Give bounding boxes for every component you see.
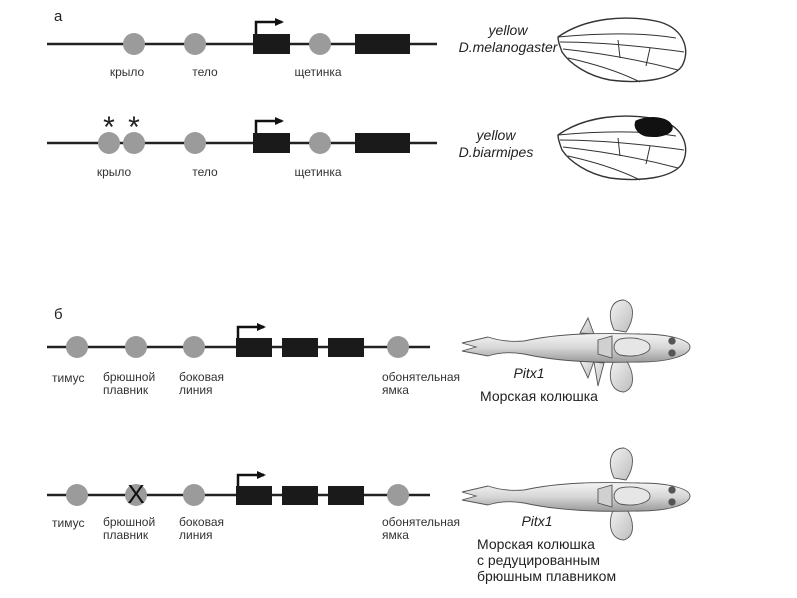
deletion-cross-mark: X	[127, 479, 145, 509]
promoter-arrow	[236, 471, 266, 486]
label-wing: крыло	[109, 65, 145, 79]
promoter-arrow	[236, 323, 266, 338]
exon-1	[236, 486, 272, 505]
label-body: тело	[192, 65, 218, 79]
fish-name-line-3: брюшным плавником	[477, 568, 617, 584]
exon-1	[253, 34, 290, 54]
asterisk-mark-2: *	[128, 111, 140, 144]
fish-reduced-pelvic	[461, 447, 691, 541]
exon-1	[253, 133, 290, 153]
gene-name-pitx1: Pitx1	[513, 365, 545, 381]
enhancer-body	[184, 132, 206, 154]
exon-3	[328, 486, 364, 505]
species-name-1: D.melanogaster	[458, 39, 558, 55]
enhancer-wing-2	[123, 132, 145, 154]
species-gene-2: yellow	[476, 127, 516, 143]
fish-marine-stickleback	[461, 299, 691, 393]
wing-spot	[634, 117, 673, 137]
promoter-arrow	[254, 117, 284, 133]
label-pelvic-fin-2: плавник	[103, 383, 149, 397]
panel-a-row2-locus	[47, 117, 437, 154]
enhancer-lateral-line	[183, 336, 205, 358]
wing-biarmipes	[557, 115, 687, 181]
enhancer-thymus	[66, 336, 88, 358]
gene-name-pitx1: Pitx1	[521, 513, 553, 529]
label-pelvic-fin-2: плавник	[103, 528, 149, 542]
enhancer-wing-1	[98, 132, 120, 154]
exon-2	[355, 34, 410, 54]
label-body: тело	[192, 165, 218, 179]
label-olfactory-2: ямка	[382, 528, 409, 542]
asterisk-mark-1: *	[103, 111, 115, 144]
wing-melanogaster	[557, 17, 687, 83]
enhancer-lateral-line	[183, 484, 205, 506]
enhancer-bristle	[309, 132, 331, 154]
label-wing: крыло	[96, 165, 132, 179]
fish-name: Морская колюшка	[480, 388, 598, 404]
label-lateral-line-1: боковая	[179, 515, 225, 529]
label-olfactory-2: ямка	[382, 383, 409, 397]
label-lateral-line-2: линия	[179, 528, 213, 542]
species-name-2: D.biarmipes	[458, 144, 534, 160]
label-pelvic-fin-1: брюшной	[103, 515, 156, 529]
enhancer-thymus	[66, 484, 88, 506]
label-thymus: тимус	[52, 516, 85, 530]
enhancer-olfactory-pit	[387, 336, 409, 358]
label-thymus: тимус	[52, 371, 85, 385]
enhancer-wing	[123, 33, 145, 55]
panel-a-letter: а	[54, 8, 63, 25]
label-olfactory-1: обонятельная	[382, 370, 461, 384]
label-pelvic-fin-1: брюшной	[103, 370, 156, 384]
enhancer-bristle	[309, 33, 331, 55]
panel-b-row2-locus	[47, 471, 430, 506]
promoter-arrow	[254, 18, 284, 34]
fish-name-line-2: с редуцированным	[477, 552, 600, 568]
enhancer-olfactory-pit	[387, 484, 409, 506]
exon-2	[282, 338, 318, 357]
enhancer-pelvic-fin-deleted	[125, 484, 147, 506]
panel-b-letter: б	[54, 306, 63, 323]
fish-name-line-1: Морская колюшка	[477, 536, 595, 552]
exon-1	[236, 338, 272, 357]
label-lateral-line-1: боковая	[179, 370, 225, 384]
label-bristle: щетинка	[294, 65, 342, 79]
label-olfactory-1: обонятельная	[382, 515, 461, 529]
exon-2	[282, 486, 318, 505]
enhancer-pelvic-fin	[125, 336, 147, 358]
label-bristle: щетинка	[294, 165, 342, 179]
enhancer-body	[184, 33, 206, 55]
species-gene-1: yellow	[488, 22, 528, 38]
exon-2	[355, 133, 410, 153]
panel-a-row1-locus	[47, 18, 437, 55]
exon-3	[328, 338, 364, 357]
label-lateral-line-2: линия	[179, 383, 213, 397]
panel-b-row1-locus	[47, 323, 430, 358]
